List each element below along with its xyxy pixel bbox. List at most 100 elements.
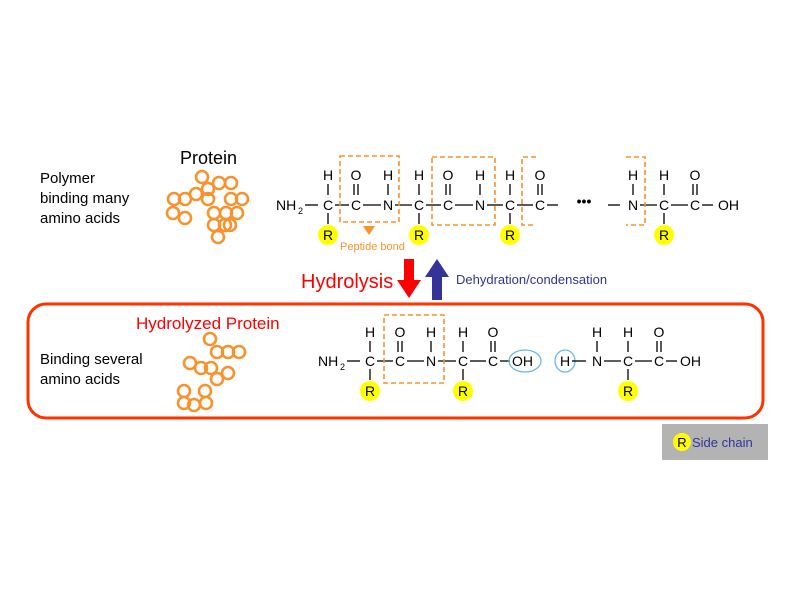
amino-acid-circle	[165, 205, 181, 221]
peptide-bond-label: Peptide bond	[340, 241, 405, 253]
legend: R Side chain	[662, 424, 768, 460]
amine-group: NH	[276, 197, 296, 213]
description-line: binding many	[40, 190, 130, 207]
legend-label: Side chain	[692, 435, 753, 450]
atom-label: C	[458, 353, 468, 369]
peptide-bond-box	[339, 155, 400, 223]
hydrolysis-arrow-icon	[397, 259, 421, 298]
atom-label: O	[395, 324, 406, 340]
amino-acid-circle	[206, 205, 222, 221]
protein-cluster-icon	[165, 169, 250, 245]
atom-label: C	[351, 197, 361, 213]
peptide-bond-pointer-icon	[363, 226, 375, 235]
atom-label: O	[488, 324, 499, 340]
atom-label: C	[505, 197, 515, 213]
atom-label: C	[443, 197, 453, 213]
atom-label: C	[414, 197, 424, 213]
hydroxyl-highlight	[508, 349, 542, 373]
protein-title: Protein	[180, 148, 237, 168]
atom-label: C	[323, 197, 333, 213]
amino-acid-circle	[197, 383, 213, 399]
amino-acid-circle	[177, 210, 193, 226]
amino-acid-circle	[202, 331, 218, 347]
carboxyl-group: OH	[680, 353, 701, 369]
hydrolyzed-cluster-icon	[176, 331, 247, 413]
amino-acid-circle	[217, 217, 233, 233]
atom-label: C	[365, 353, 375, 369]
amino-acid-circle	[234, 191, 250, 207]
description-line: amino acids	[40, 210, 120, 227]
atom-label: H	[383, 167, 393, 183]
amino-acid-circle	[231, 344, 247, 360]
atom-label: R	[659, 227, 669, 243]
atom-label: R	[365, 383, 375, 399]
atom-label: H	[426, 324, 436, 340]
description-line: Binding several	[40, 351, 143, 368]
amine-subscript: 2	[298, 206, 303, 216]
atom-label: C	[395, 353, 405, 369]
condensation-arrow-icon	[425, 259, 449, 300]
hydrolyzed-protein-box	[26, 302, 765, 420]
peptide-bond-box	[626, 156, 646, 226]
side-chain-icon	[360, 381, 380, 401]
atom-label: H	[323, 167, 333, 183]
atom-label: R	[623, 383, 633, 399]
amino-acid-circle	[193, 360, 209, 376]
amino-acid-circle	[198, 395, 214, 411]
carboxyl-group: OH	[718, 197, 739, 213]
atom-label: O	[690, 167, 701, 183]
atom-label: O	[351, 167, 362, 183]
amino-acid-circle	[200, 191, 216, 207]
description-line: Polymer	[40, 170, 95, 187]
amino-acid-circle	[210, 229, 226, 245]
atom-label: C	[659, 197, 669, 213]
atom-label: C	[654, 353, 664, 369]
amine-subscript: 2	[340, 362, 345, 372]
atom-label: H	[628, 167, 638, 183]
amino-acid-circle	[177, 191, 193, 207]
carboxyl-group: OH	[512, 353, 533, 369]
ellipsis: •••	[577, 193, 592, 209]
hydrolyzed-description: Binding several amino acids	[40, 351, 143, 388]
side-chain-icon	[618, 381, 638, 401]
amine-group: NH	[318, 353, 338, 369]
atom-label: H	[592, 324, 602, 340]
atom-label: N	[475, 197, 485, 213]
protein-description: Polymer binding many amino acids	[40, 170, 130, 227]
side-chain-icon	[654, 225, 674, 245]
atom-label: N	[383, 197, 393, 213]
atom-label: N	[426, 353, 436, 369]
hydrolysis-label: Hydrolysis	[301, 271, 393, 293]
amino-acid-circle	[200, 181, 216, 197]
atom-label: C	[535, 197, 545, 213]
atom-label: H	[659, 167, 669, 183]
amino-acid-circle	[176, 383, 192, 399]
side-chain-icon	[318, 225, 338, 245]
condensation-label: Dehydration/condensation	[456, 272, 607, 287]
amino-acid-circle	[209, 371, 225, 387]
atom-label: O	[443, 167, 454, 183]
atom-label: N	[592, 353, 602, 369]
atom-label: H	[365, 324, 375, 340]
side-chain-icon	[673, 433, 691, 451]
amino-acid-circle	[220, 365, 236, 381]
side-chain-icon	[500, 225, 520, 245]
legend-symbol: R	[677, 435, 686, 450]
atom-label: O	[535, 167, 546, 183]
amino-acid-circle	[203, 360, 219, 376]
atom-label: R	[505, 227, 515, 243]
atom-label: H	[458, 324, 468, 340]
atom-label: H	[475, 167, 485, 183]
atom-label: R	[458, 383, 468, 399]
hydrolyzed-protein-title: Hydrolyzed Protein	[136, 314, 280, 333]
atom-label: R	[323, 227, 333, 243]
atom-label: H	[560, 353, 570, 369]
side-chain-icon	[453, 381, 473, 401]
peptide-bond-box	[521, 156, 536, 226]
atom-label: N	[628, 197, 638, 213]
amino-acid-circle	[176, 395, 192, 411]
atom-label: O	[654, 324, 665, 340]
